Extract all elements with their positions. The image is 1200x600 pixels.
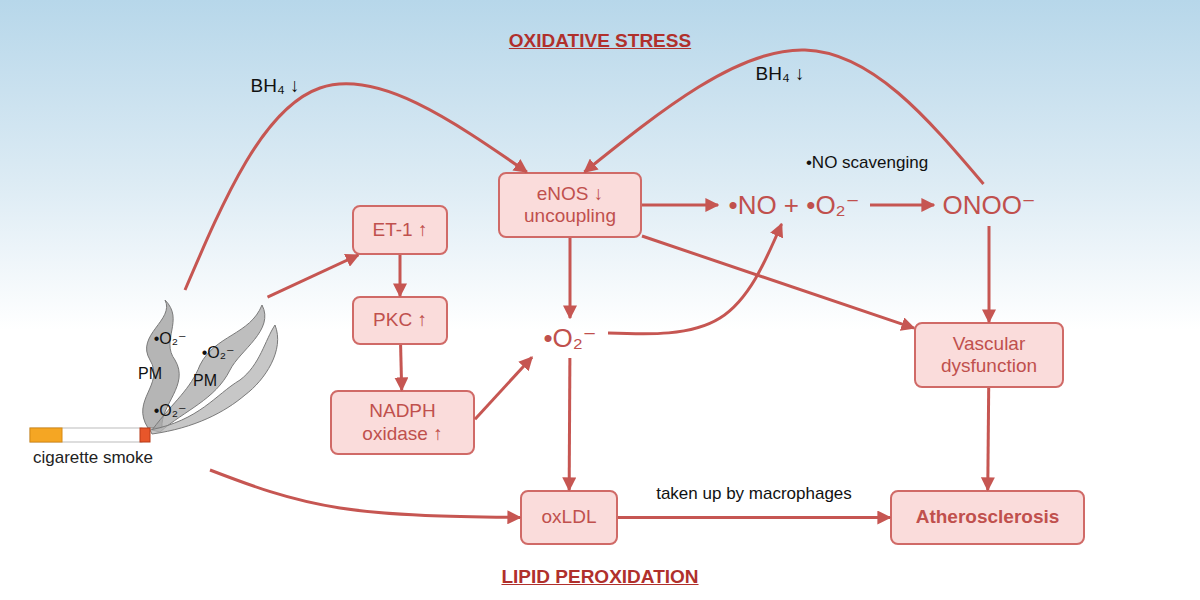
cigarette-ember	[140, 428, 150, 442]
outcome-box: Atherosclerosis	[890, 490, 1085, 545]
arrow-connector	[642, 204, 718, 207]
arrow-connector	[475, 357, 532, 419]
section-heading: LIPID PEROXIDATION	[501, 566, 698, 588]
cigarette-paper	[30, 428, 142, 442]
species-node: •NO + •O₂⁻	[718, 186, 870, 224]
species-label: •O₂⁻	[154, 401, 187, 420]
arrow-connector	[399, 255, 402, 296]
process-box: ET-1 ↑	[352, 205, 448, 255]
section-heading: OXIDATIVE STRESS	[0, 30, 1200, 52]
node-text: ET-1 ↑	[373, 219, 428, 241]
arrow-connector	[986, 388, 990, 490]
arrow-connector	[268, 255, 359, 297]
arrow-connector	[401, 345, 402, 390]
smoke-plumes	[143, 300, 278, 434]
arrow-connector	[568, 358, 572, 490]
arrow-connector	[185, 84, 527, 290]
process-box: eNOS ↓ uncoupling	[498, 172, 642, 238]
node-text: oxLDL	[542, 506, 597, 528]
node-text: ONOO⁻	[942, 191, 1035, 220]
process-box: PKC ↑	[352, 296, 448, 345]
smoke-plume	[150, 325, 278, 434]
edge-label: BH₄ ↓	[756, 63, 805, 85]
node-text: eNOS ↓ uncoupling	[510, 183, 630, 228]
process-box: Vascular dysfunction	[914, 322, 1064, 388]
edge-label: taken up by macrophages	[656, 484, 852, 504]
arrow-connector	[988, 226, 991, 322]
arrow-connector	[584, 50, 983, 184]
node-text: Vascular dysfunction	[926, 333, 1052, 378]
arrow-connector	[210, 470, 520, 518]
node-text: Atherosclerosis	[916, 506, 1060, 528]
particle-label: PM	[193, 372, 217, 390]
species-node: •O₂⁻	[532, 318, 608, 358]
species-label: •O₂⁻	[202, 343, 235, 362]
process-box: NADPH oxidase ↑	[330, 390, 475, 455]
node-text: •O₂⁻	[543, 324, 596, 353]
arrow-connector	[870, 204, 934, 207]
particle-label: PM	[138, 365, 162, 383]
arrow-connector	[569, 238, 572, 318]
node-text: •NO + •O₂⁻	[729, 191, 860, 220]
species-label: •O₂⁻	[154, 329, 187, 348]
edge-label: BH₄ ↓	[251, 75, 300, 97]
process-box: oxLDL	[520, 490, 618, 545]
species-node: ONOO⁻	[934, 184, 1044, 226]
node-text: NADPH oxidase ↑	[342, 400, 463, 445]
edge-label: •NO scavenging	[806, 153, 928, 173]
cigarette-filter	[30, 428, 62, 442]
arrow-connector	[642, 236, 914, 328]
node-text: cigarette smoke	[25, 448, 153, 470]
arrow-connector	[608, 224, 782, 334]
node-text: PKC ↑	[373, 309, 427, 331]
arrow-connector	[618, 516, 890, 519]
cigarette-symbol	[30, 428, 150, 442]
